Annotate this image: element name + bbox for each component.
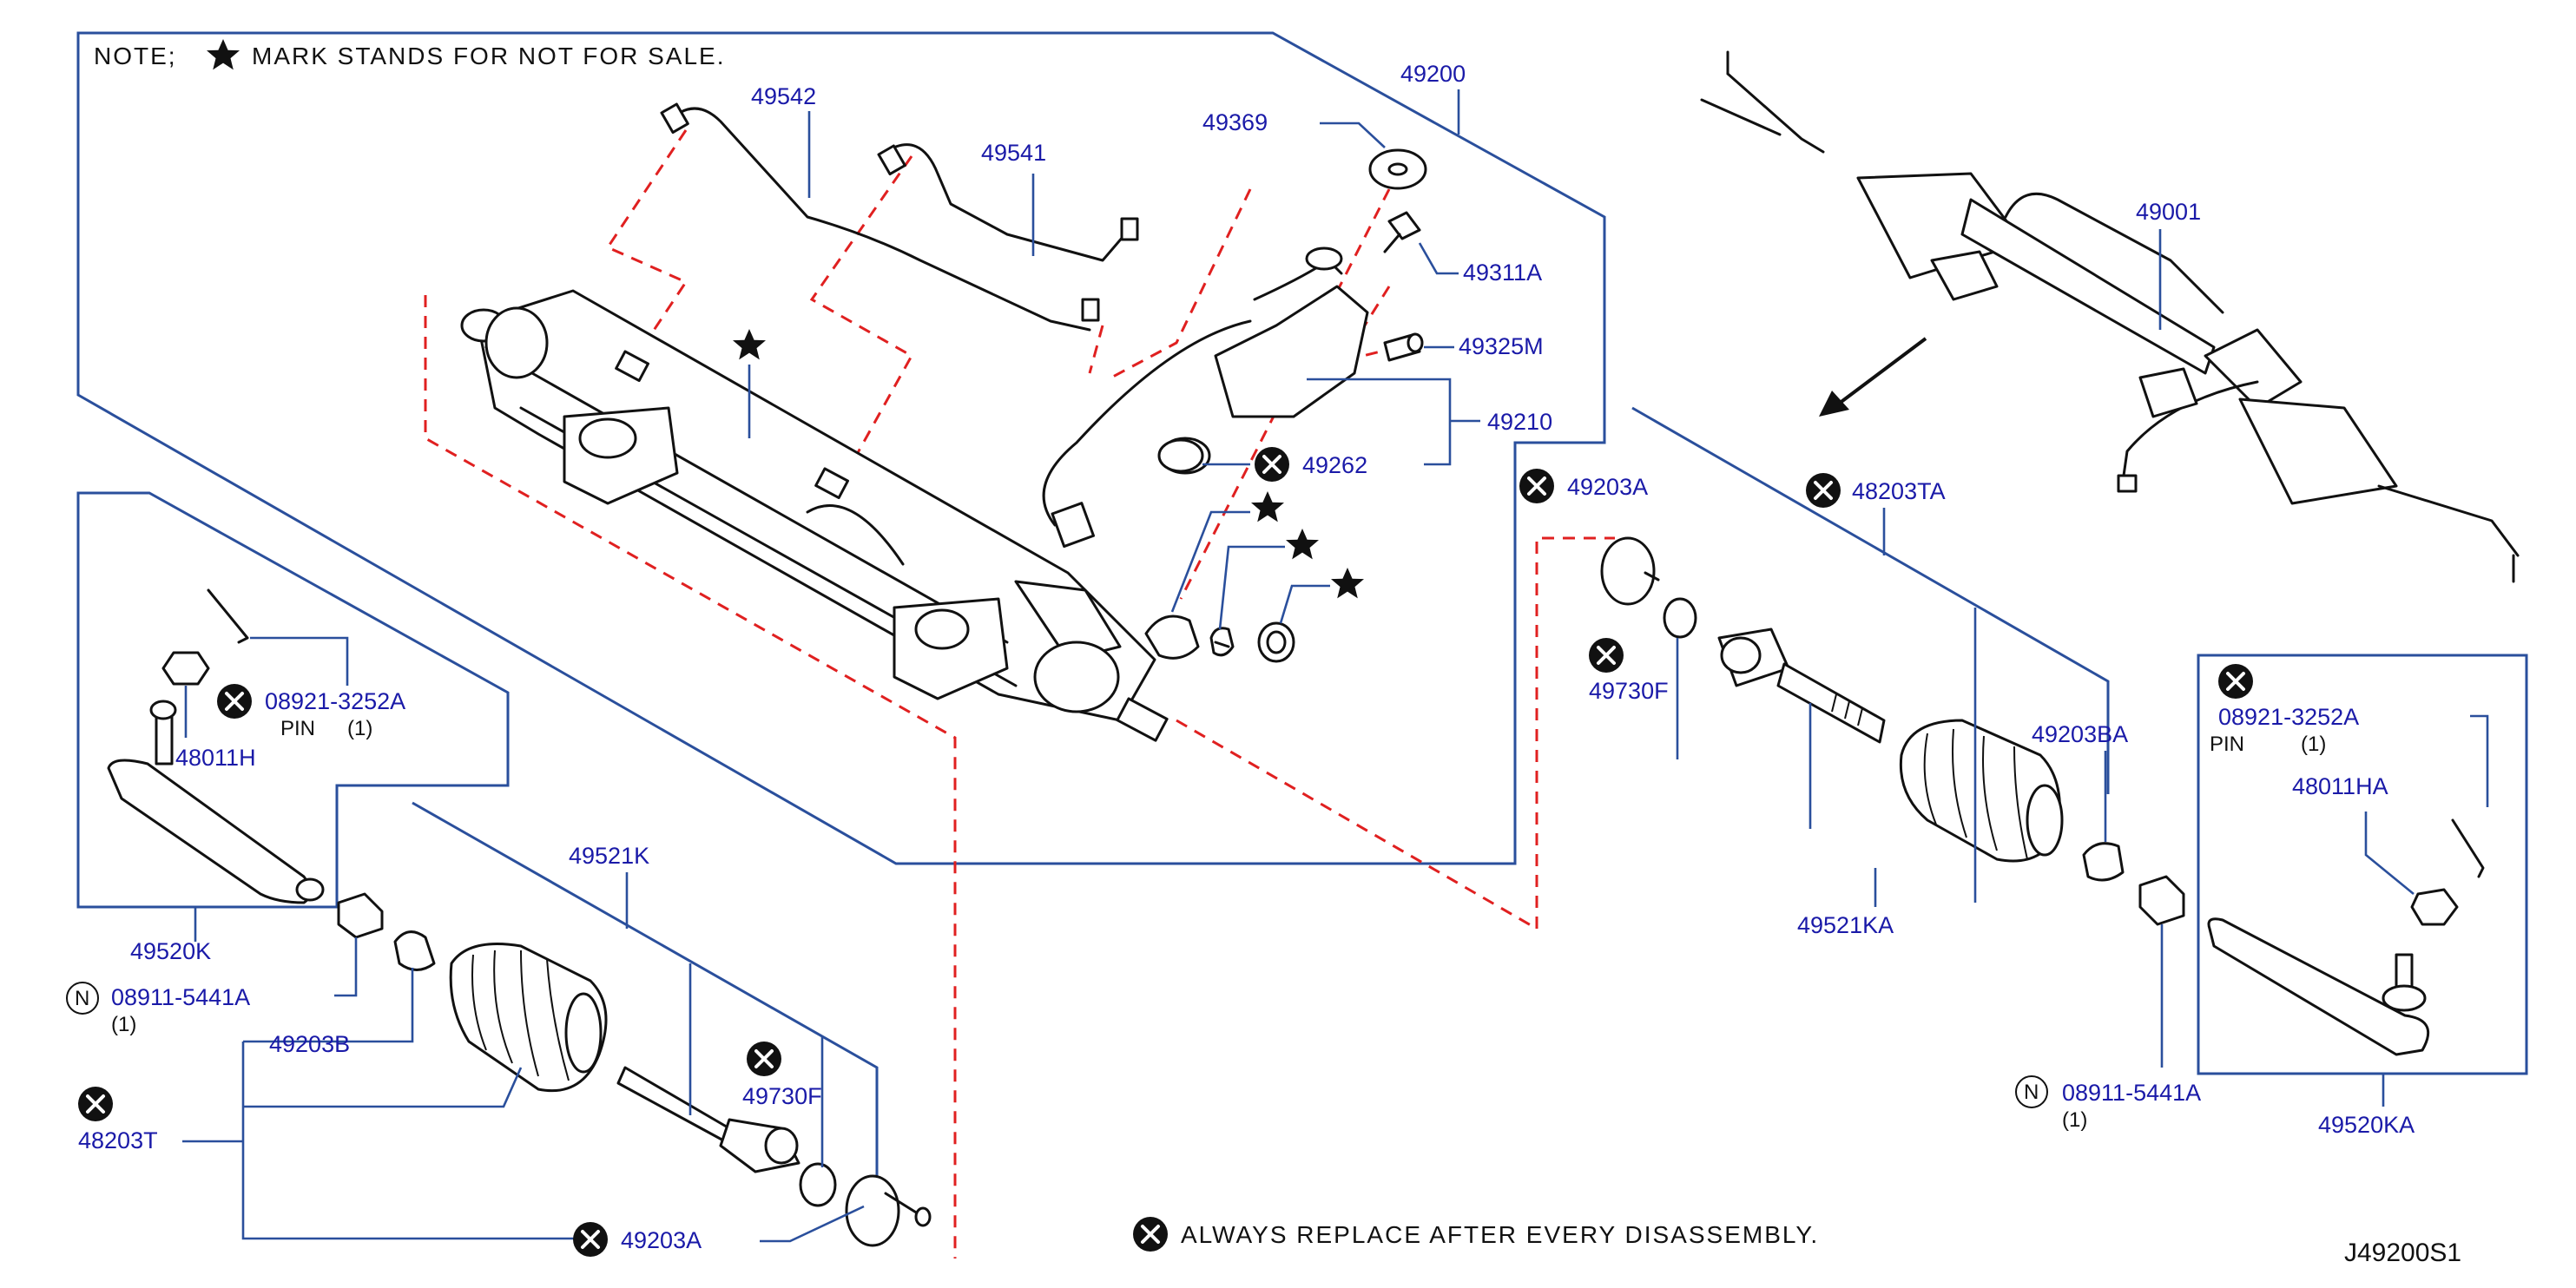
- bolt-49311A-illustration: [1383, 211, 1421, 253]
- footer-replace-text: ALWAYS REPLACE AFTER EVERY DISASSEMBLY.: [1181, 1221, 1819, 1248]
- left-outer-tie-rod-illustration: [107, 588, 325, 904]
- leader-star-3: [1279, 584, 1330, 624]
- frame-left-inner-socket: [412, 801, 879, 1198]
- label-08921-r[interactable]: 08921-3252A: [2218, 704, 2359, 730]
- steering-gear-assembly-illustration: [1700, 50, 2520, 583]
- label-08911-r-qty: (1): [2062, 1108, 2087, 1132]
- replace-icon-08921-r: [2217, 662, 2255, 700]
- label-49730F-l[interactable]: 49730F: [742, 1083, 822, 1109]
- label-49203BA[interactable]: 49203BA: [2032, 721, 2128, 747]
- label-08921-l[interactable]: 08921-3252A: [265, 688, 405, 714]
- replace-icon-49730F-r: [1587, 636, 1625, 674]
- left-nut-illustration: [337, 892, 384, 939]
- leader-48011HA: [2364, 812, 2415, 896]
- label-49369[interactable]: 49369: [1202, 109, 1268, 135]
- label-49325M[interactable]: 49325M: [1459, 333, 1544, 359]
- leader-49369: [1320, 122, 1386, 148]
- label-pin-l: PIN: [280, 717, 315, 740]
- right-clamp-illustration: [2082, 842, 2125, 882]
- gear-housing-illustration: [460, 289, 1169, 742]
- label-49730F-r[interactable]: 49730F: [1589, 678, 1669, 704]
- right-nut-illustration: [2138, 875, 2185, 926]
- leader-49203B: [243, 968, 414, 1043]
- note-text: MARK STANDS FOR NOT FOR SALE.: [252, 43, 725, 69]
- label-48203T[interactable]: 48203T: [78, 1127, 158, 1153]
- replace-icon-footer: [1131, 1215, 1169, 1253]
- frame-right-outer-tie-rod: [2197, 654, 2528, 1075]
- label-49210[interactable]: 49210: [1487, 409, 1552, 435]
- label-49520KA[interactable]: 49520KA: [2318, 1112, 2415, 1138]
- leader-star-1: [1170, 510, 1250, 613]
- replace-icon-49730F-l: [745, 1040, 783, 1078]
- star-icon-1: [1251, 491, 1284, 522]
- left-inner-socket-illustration: [616, 1066, 932, 1247]
- note-prefix: NOTE;: [94, 43, 177, 69]
- n-symbol-08911-l: [66, 982, 99, 1015]
- right-boot-illustration: [1899, 719, 2064, 863]
- label-pin-r: PIN: [2210, 733, 2244, 756]
- label-08911-l-qty: (1): [111, 1013, 136, 1036]
- label-49203A-l[interactable]: 49203A: [621, 1227, 702, 1253]
- label-08911-l[interactable]: 08911-5441A: [111, 984, 250, 1010]
- leader-08911-l: [334, 937, 358, 997]
- leader-pin-l: [250, 636, 349, 686]
- fitting-49325M-illustration: [1383, 332, 1424, 362]
- control-valve-illustration: [1042, 246, 1369, 549]
- label-pin-l-qty: (1): [347, 717, 372, 740]
- label-49001[interactable]: 49001: [2136, 199, 2201, 225]
- leader-49311A: [1418, 242, 1459, 275]
- diagram-code: J49200S1: [2344, 1239, 2461, 1267]
- label-48011HA[interactable]: 48011HA: [2292, 773, 2388, 799]
- label-49521KA[interactable]: 49521KA: [1797, 912, 1894, 938]
- oring-49262-illustration: [1157, 438, 1204, 473]
- n-symbol-text-l: N: [75, 987, 89, 1010]
- label-08911-r[interactable]: 08911-5441A: [2062, 1080, 2201, 1106]
- label-pin-r-qty: (1): [2301, 733, 2326, 756]
- n-symbol-08911-r: [2015, 1075, 2048, 1108]
- label-49203A-r[interactable]: 49203A: [1567, 474, 1648, 500]
- replace-icon-08921-l: [215, 682, 254, 720]
- replace-icon-48203TA: [1804, 471, 1842, 509]
- left-boot-illustration: [449, 943, 608, 1093]
- seal-parts-illustration: [1144, 614, 1295, 663]
- left-clamp-illustration: [393, 930, 436, 971]
- star-icon-2: [1286, 529, 1319, 560]
- frame-left-outer-tie-rod: [76, 491, 510, 909]
- star-icon-housing: [733, 329, 766, 360]
- leader-star-2: [1218, 545, 1285, 630]
- washer-49369-illustration: [1368, 148, 1427, 190]
- feed-tubes-illustration: [660, 102, 1139, 332]
- label-49520K[interactable]: 49520K: [130, 938, 211, 964]
- frame-gear-assembly: [76, 31, 1606, 865]
- right-inner-socket-illustration: [1600, 536, 1886, 744]
- label-49262[interactable]: 49262: [1302, 452, 1367, 478]
- label-49311A[interactable]: 49311A: [1463, 260, 1542, 286]
- label-49200[interactable]: 49200: [1400, 61, 1466, 87]
- label-49541[interactable]: 49541: [981, 140, 1046, 166]
- replace-icon-49262: [1253, 445, 1291, 483]
- replace-icon-49203A-l: [571, 1220, 609, 1258]
- label-48011H[interactable]: 48011H: [175, 745, 256, 771]
- star-icon-3: [1331, 568, 1364, 599]
- frame-right-inner-socket: [1631, 406, 2110, 794]
- n-symbol-text-r: N: [2024, 1081, 2039, 1104]
- star-icon: [207, 39, 240, 70]
- label-49542[interactable]: 49542: [751, 83, 816, 109]
- direction-arrow-icon: [1819, 337, 1927, 417]
- right-outer-tie-rod-illustration: [2207, 818, 2485, 1056]
- label-49521K[interactable]: 49521K: [569, 843, 649, 869]
- leader-pin-r: [2470, 714, 2489, 807]
- replace-icon-48203T: [76, 1085, 115, 1123]
- label-49203B[interactable]: 49203B: [269, 1031, 350, 1057]
- replace-icon-49203A-r: [1518, 467, 1556, 505]
- leader-48203T: [182, 1042, 599, 1240]
- leader-49203A-l: [760, 1205, 865, 1243]
- label-48203TA[interactable]: 48203TA: [1852, 478, 1946, 504]
